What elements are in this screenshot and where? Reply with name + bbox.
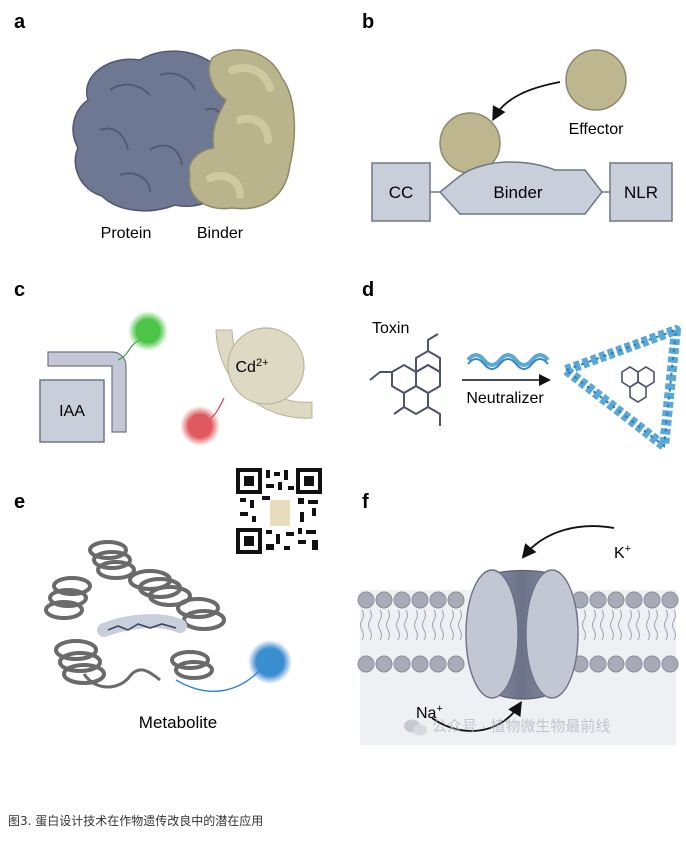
k-arrow (521, 525, 615, 559)
watermark: 公众号 · 植物微生物最前线 (404, 718, 610, 736)
panel-d: d Toxin Neutralizer (362, 279, 681, 451)
wechat-icon (404, 719, 427, 736)
lipid-bilayer (357, 591, 679, 673)
panel-letter-d: d (362, 279, 374, 301)
cd-label: Cd2+ (236, 357, 269, 376)
toxin-label: Toxin (372, 320, 409, 337)
binder-blob (188, 49, 296, 210)
ion-channel (465, 569, 579, 700)
binder-hex-label: Binder (493, 183, 542, 202)
na-arrow (431, 700, 522, 732)
panel-e: e (14, 468, 322, 732)
cd-ion-circle (227, 327, 305, 405)
panel-letter-a: a (14, 11, 26, 33)
panel-letter-f: f (362, 491, 369, 513)
effector-arrow (492, 81, 561, 122)
panel-letter-c: c (14, 279, 25, 301)
neutralizer-label: Neutralizer (466, 390, 544, 407)
na-label: Na+ (416, 703, 443, 722)
qr-code (236, 468, 322, 554)
metabolite-ligand (97, 614, 187, 637)
binder-label: Binder (197, 225, 244, 242)
k-label: K+ (614, 543, 631, 562)
toxin-molecule (369, 333, 441, 426)
nlr-box (609, 162, 673, 222)
effector-circle (565, 49, 627, 111)
panel-letter-e: e (14, 491, 25, 513)
nlr-label: NLR (624, 183, 658, 202)
iaa-label: IAA (59, 403, 85, 420)
binder-hexagon (438, 161, 603, 215)
neutralizer-helix (466, 353, 550, 367)
panel-letter-b: b (362, 11, 374, 33)
iaa-box (39, 379, 105, 443)
helix-bundle (44, 540, 226, 689)
neutralizer-complex (561, 325, 681, 451)
panel-a: a Protein Binder (14, 11, 296, 242)
protein-label: Protein (101, 225, 152, 242)
metabolite-label: Metabolite (139, 713, 217, 732)
panel-f: f K+ Na+ 公众 (357, 491, 679, 745)
figure-caption: 图3. 蛋白设计技术在作物遗传改良中的潜在应用 (8, 814, 264, 828)
effector-label: Effector (569, 121, 625, 138)
svg-text:公众号 · 植物微生物最前线: 公众号 · 植物微生物最前线 (432, 718, 610, 735)
panel-c: c IAA Cd2+ (14, 279, 313, 446)
cc-label: CC (389, 183, 414, 202)
panel-b: b Effector CC Binder NLR (362, 11, 673, 222)
